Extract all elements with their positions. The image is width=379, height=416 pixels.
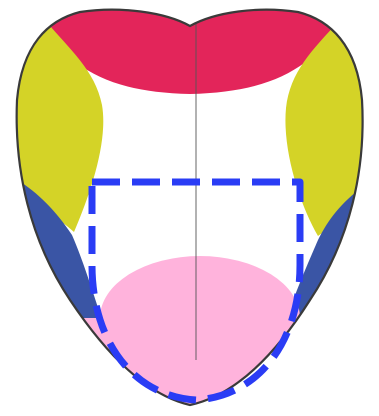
tongue-map-svg xyxy=(0,0,379,416)
tongue-map-diagram xyxy=(0,0,379,416)
